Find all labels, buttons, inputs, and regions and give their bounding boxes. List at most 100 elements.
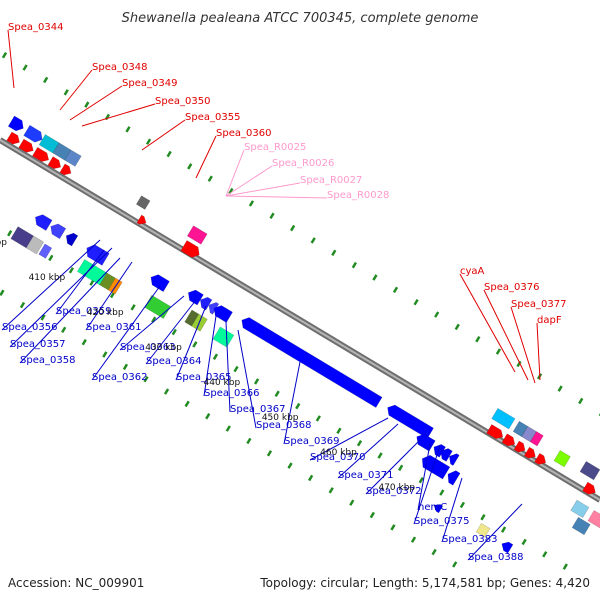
gene-feature[interactable] <box>513 440 528 455</box>
tick-mark <box>43 76 49 84</box>
reverse-gene-label[interactable]: Spea_0383 <box>442 534 497 545</box>
gene-feature[interactable] <box>571 516 591 536</box>
reverse-gene-label[interactable]: Spea_0356 <box>2 322 57 333</box>
leader-line <box>225 321 231 413</box>
tick-mark <box>19 301 26 309</box>
tick-mark <box>207 175 213 182</box>
label-leaders <box>1 29 541 561</box>
gene-feature[interactable] <box>25 235 45 255</box>
gene-feature[interactable] <box>48 221 67 240</box>
forward-gene-label[interactable]: Spea_0355 <box>185 112 240 123</box>
reverse-gene-label[interactable]: Spea_0370 <box>310 452 365 463</box>
forward-gene-label[interactable]: Spea_0349 <box>122 78 177 89</box>
forward-gene-label[interactable]: Spea_0377 <box>511 299 566 310</box>
gene-feature[interactable] <box>414 432 436 452</box>
gene-feature[interactable] <box>32 147 51 164</box>
reverse-gene-label[interactable]: Spea_0357 <box>10 339 65 350</box>
gene-feature[interactable] <box>83 242 110 266</box>
reverse-gene-label[interactable]: Spea_0367 <box>230 404 285 415</box>
reverse-gene-label[interactable]: Spea_0371 <box>338 470 393 481</box>
gene-feature[interactable] <box>499 539 514 554</box>
reverse-gene-label[interactable]: Spea_0366 <box>204 388 259 399</box>
forward-gene-label[interactable]: Spea_0376 <box>484 282 539 293</box>
gene-feature[interactable] <box>47 156 63 172</box>
leader-line <box>237 329 257 429</box>
reverse-gene-label[interactable]: Spea_0388 <box>468 552 523 563</box>
gene-feature[interactable] <box>444 468 461 486</box>
gene-feature[interactable] <box>553 450 571 468</box>
gene-feature[interactable] <box>197 295 213 311</box>
gene-feature[interactable] <box>239 315 383 408</box>
forward-gene-label[interactable]: Spea_0348 <box>92 62 147 73</box>
gene-feature[interactable] <box>148 272 170 292</box>
reverse-gene-label[interactable]: Spea_0372 <box>366 486 421 497</box>
map-title: Shewanella pealeana ATCC 700345, complet… <box>122 11 479 26</box>
reverse-gene-label[interactable]: Spea_0359 <box>56 306 111 317</box>
gene-feature[interactable] <box>38 243 53 259</box>
ruler-label: 430 kbp <box>145 343 182 353</box>
gene-feature[interactable] <box>144 294 171 319</box>
gene-feature[interactable] <box>136 214 148 227</box>
forward-gene-label[interactable]: Spea_0350 <box>155 96 210 107</box>
reverse-gene-label[interactable]: hemC <box>418 502 447 513</box>
reverse-gene-label[interactable]: Spea_0375 <box>414 516 469 527</box>
gene-feature[interactable] <box>501 433 517 449</box>
gene-feature[interactable] <box>570 499 590 518</box>
gene-feature[interactable] <box>63 231 79 247</box>
gene-feature[interactable] <box>18 138 36 155</box>
gene-feature[interactable] <box>32 212 53 231</box>
forward-gene-label[interactable]: Spea_0360 <box>216 128 271 139</box>
rrna-gene-label[interactable]: Spea_R0028 <box>327 190 389 201</box>
tick-mark <box>480 514 486 521</box>
tick-mark <box>166 150 172 158</box>
gene-feature[interactable] <box>446 451 460 466</box>
rrna-gene-label[interactable]: Spea_R0025 <box>244 142 306 153</box>
gene-feature[interactable] <box>534 452 549 467</box>
gene-feature[interactable] <box>23 124 46 145</box>
gene-feature[interactable] <box>7 115 26 133</box>
gene-feature[interactable] <box>77 259 108 286</box>
tick-mark <box>143 375 149 383</box>
reverse-gene-label[interactable]: Spea_0363 <box>120 342 175 353</box>
reverse-gene-label[interactable]: Spea_0365 <box>176 372 231 383</box>
forward-gene-label[interactable]: dapF <box>537 315 562 326</box>
gene-feature[interactable] <box>486 424 506 442</box>
gene-feature[interactable] <box>579 461 600 481</box>
gene-feature[interactable] <box>135 195 151 210</box>
gene-feature[interactable] <box>582 481 598 497</box>
gene-feature[interactable] <box>212 326 235 348</box>
gene-feature[interactable] <box>419 453 451 480</box>
tick-mark <box>192 341 198 348</box>
gene-feature[interactable] <box>6 131 22 147</box>
reverse-gene-label[interactable]: Spea_0361 <box>86 322 141 333</box>
gene-feature[interactable] <box>521 426 537 443</box>
gene-feature[interactable] <box>587 510 600 530</box>
forward-gene-label[interactable]: Spea_0344 <box>8 22 63 33</box>
gene-feature[interactable] <box>59 163 74 178</box>
gene-feature[interactable] <box>38 134 60 154</box>
forward-gene-label[interactable]: cyaA <box>460 266 485 277</box>
gene-feature[interactable] <box>529 431 544 447</box>
gene-feature[interactable] <box>186 225 208 245</box>
gene-feature[interactable] <box>491 408 516 430</box>
reverse-gene-label[interactable]: Spea_0368 <box>256 420 311 431</box>
gene-feature[interactable] <box>438 446 453 462</box>
ruler-label: 460 kbp <box>320 448 357 458</box>
gene-feature[interactable] <box>10 226 34 249</box>
rrna-gene-label[interactable]: Spea_R0027 <box>300 175 362 186</box>
tick-mark <box>248 200 255 207</box>
rrna-gene-label[interactable]: Spea_R0026 <box>272 158 334 169</box>
gene-feature[interactable] <box>523 446 538 461</box>
tick-mark <box>171 328 177 336</box>
gene-feature[interactable] <box>206 300 220 315</box>
gene-feature[interactable] <box>64 149 82 167</box>
reverse-gene-label[interactable]: Spea_0364 <box>146 356 201 367</box>
gene-feature[interactable] <box>432 502 444 514</box>
reverse-gene-label[interactable]: Spea_0362 <box>92 372 147 383</box>
gene-feature[interactable] <box>475 522 491 538</box>
gene-feature[interactable] <box>211 303 233 323</box>
gene-feature[interactable] <box>180 240 203 260</box>
reverse-gene-label[interactable]: Spea_0369 <box>284 436 339 447</box>
gene-feature[interactable] <box>384 402 434 439</box>
reverse-gene-label[interactable]: Spea_0358 <box>20 355 75 366</box>
